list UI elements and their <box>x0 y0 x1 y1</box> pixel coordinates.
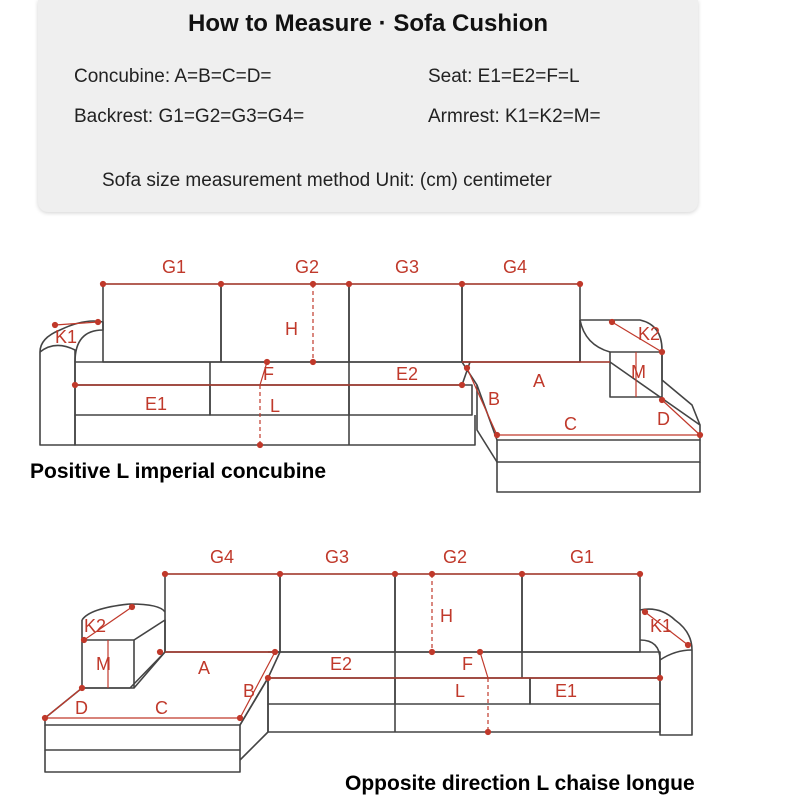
label-a: A <box>198 658 210 678</box>
label-d: D <box>75 698 88 718</box>
label-h: H <box>285 319 298 339</box>
caption-opposite-l: Opposite direction L chaise longue <box>345 772 695 795</box>
label-c: C <box>155 698 168 718</box>
label-c: C <box>564 414 577 434</box>
label-m: M <box>96 654 111 674</box>
sofa-outline-2 <box>44 573 693 773</box>
unit-note: Sofa size measurement method Unit: (cm) … <box>102 170 552 191</box>
measure-labels-1: G1 G2 G3 G4 H K1 K2 F E2 E1 L A B C D M <box>55 257 670 434</box>
label-e1: E1 <box>145 394 167 414</box>
label-e2: E2 <box>330 654 352 674</box>
label-f: F <box>263 364 274 384</box>
label-g1: G1 <box>570 547 594 567</box>
label-l: L <box>270 396 280 416</box>
label-g2: G2 <box>443 547 467 567</box>
measure-lines-1 <box>51 280 704 449</box>
label-k1: K1 <box>55 327 77 347</box>
formula-concubine: Concubine: A=B=C=D= <box>74 66 272 87</box>
label-g3: G3 <box>325 547 349 567</box>
caption-positive-l: Positive L imperial concubine <box>30 460 327 483</box>
formula-armrest: Armrest: K1=K2=M= <box>428 106 601 127</box>
label-h: H <box>440 606 453 626</box>
label-b: B <box>488 389 500 409</box>
label-d: D <box>657 409 670 429</box>
label-e2: E2 <box>396 364 418 384</box>
measure-lines-2 <box>41 570 692 736</box>
measure-labels-2: G4 G3 G2 G1 H K2 K1 M A E2 F B L E1 D C <box>75 547 672 718</box>
formula-seat: Seat: E1=E2=F=L <box>428 66 580 87</box>
label-g1: G1 <box>162 257 186 277</box>
label-k1: K1 <box>650 616 672 636</box>
label-k2: K2 <box>638 324 660 344</box>
label-g2: G2 <box>295 257 319 277</box>
label-e1: E1 <box>555 681 577 701</box>
formula-backrest: Backrest: G1=G2=G3=G4= <box>74 106 305 127</box>
page-title: How to Measure · Sofa Cushion <box>187 10 549 37</box>
label-a: A <box>533 371 545 391</box>
label-k2: K2 <box>84 616 106 636</box>
label-g4: G4 <box>503 257 527 277</box>
label-g4: G4 <box>210 547 234 567</box>
label-b: B <box>243 681 255 701</box>
label-f: F <box>462 654 473 674</box>
label-l: L <box>455 681 465 701</box>
label-g3: G3 <box>395 257 419 277</box>
label-m: M <box>631 362 646 382</box>
header-panel: How to Measure · Sofa Cushion Concubine:… <box>38 0 698 212</box>
